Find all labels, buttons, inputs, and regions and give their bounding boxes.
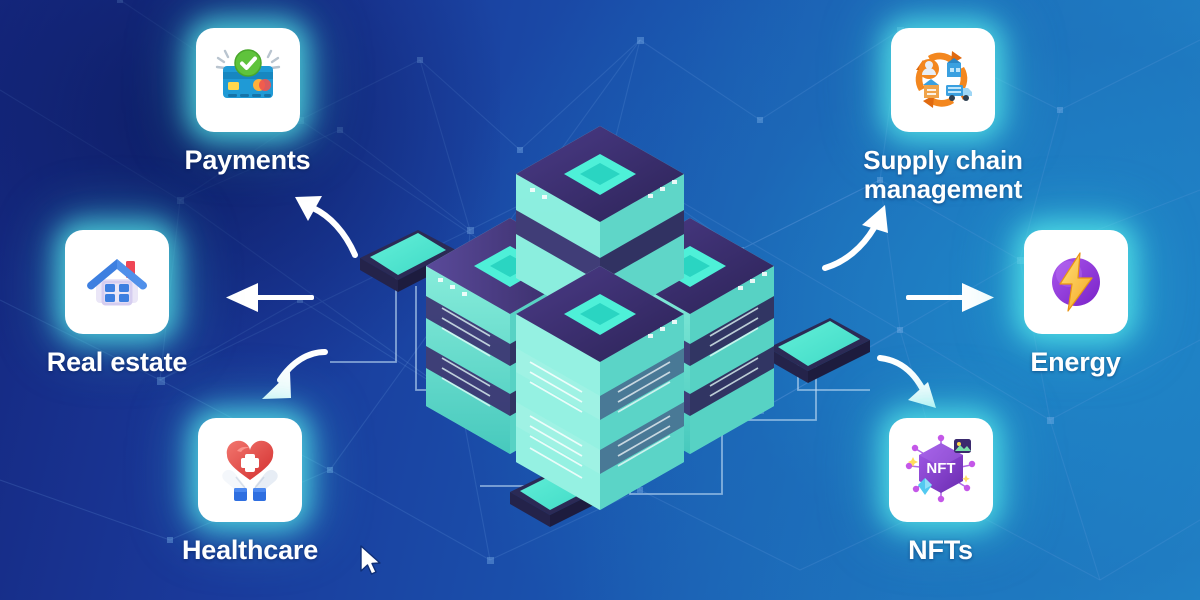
supply-chain-label: Supply chain management	[863, 145, 1023, 204]
heart-in-hands-icon	[222, 440, 278, 501]
payments-icon-card[interactable]	[195, 28, 300, 132]
nft-hexagon-text: NFT	[926, 460, 955, 477]
credit-card-check-icon	[215, 49, 280, 98]
nfts-label: NFTs	[908, 535, 973, 565]
server-tower-front	[516, 266, 684, 510]
nft-hexagon-icon: NFT	[905, 434, 975, 503]
node-nfts[interactable]: NFT NFTs	[838, 418, 1043, 565]
real-estate-icon-card[interactable]	[65, 230, 169, 334]
node-energy[interactable]: Energy	[988, 230, 1163, 377]
mouse-cursor-icon	[360, 545, 381, 575]
house-icon	[87, 259, 147, 306]
energy-icon-card[interactable]	[1023, 230, 1128, 334]
node-supply-chain-management[interactable]: Supply chain management	[838, 28, 1048, 203]
real-estate-label: Real estate	[46, 347, 188, 377]
payments-label: Payments	[184, 145, 311, 175]
server-tower-back	[516, 126, 684, 326]
nfts-icon-card[interactable]: NFT	[888, 418, 993, 522]
node-real-estate[interactable]: Real estate	[22, 230, 212, 377]
energy-label: Energy	[1030, 347, 1121, 377]
node-payments[interactable]: Payments	[160, 28, 335, 175]
supply-chain-icon-card[interactable]	[891, 28, 995, 132]
server-pad-right	[768, 318, 870, 383]
lightning-bolt-icon	[1051, 252, 1100, 312]
healthcare-icon-card[interactable]	[198, 418, 302, 522]
supply-chain-cycle-icon	[915, 51, 972, 108]
healthcare-label: Healthcare	[181, 535, 319, 565]
node-healthcare[interactable]: Healthcare	[160, 418, 340, 565]
isometric-server-cluster	[330, 90, 870, 540]
